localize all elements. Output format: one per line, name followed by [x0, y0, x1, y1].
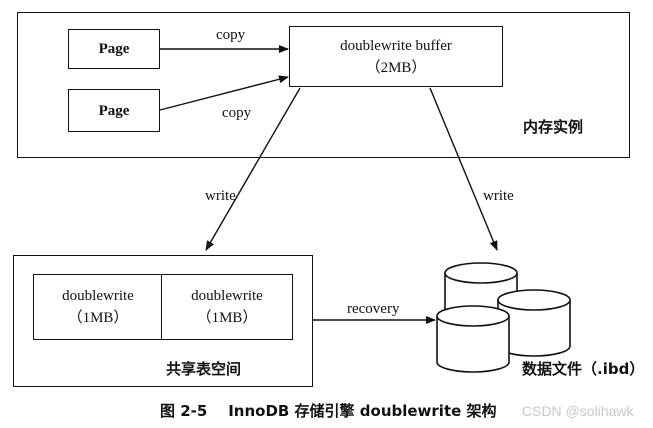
page-label-bottom: Page — [98, 103, 130, 119]
recovery-label: recovery — [347, 301, 400, 317]
datafiles-label: 数据文件（.ibd） — [522, 360, 645, 378]
doublewrite-cell-right-title: doublewrite — [191, 288, 263, 304]
page-box-top: Page — [68, 29, 160, 69]
memory-instance-label: 内存实例 — [523, 118, 584, 136]
write-arrow-right — [429, 87, 498, 251]
write-label-left: write — [205, 188, 236, 204]
page-box-bottom: Page — [68, 89, 160, 132]
write-arrow-left — [205, 87, 301, 251]
doublewrite-buffer-title: doublewrite buffer — [340, 38, 452, 54]
doublewrite-cell-left: doublewrite （1MB） — [33, 274, 163, 340]
copy-arrow-bottom — [159, 75, 289, 111]
database-cylinder-front — [436, 305, 510, 373]
doublewrite-cell-left-size: （1MB） — [67, 310, 129, 326]
doublewrite-cell-right: doublewrite （1MB） — [161, 274, 293, 340]
copy-label-top: copy — [216, 27, 246, 43]
doublewrite-buffer-box: doublewrite buffer （2MB） — [289, 26, 503, 87]
copy-label-bottom: copy — [222, 105, 252, 121]
write-label-right: write — [483, 188, 514, 204]
doublewrite-buffer-size: （2MB） — [365, 60, 427, 76]
figure-caption: 图 2-5 InnoDB 存储引擎 doublewrite 架构 — [160, 402, 497, 420]
database-cylinder-right — [497, 289, 571, 357]
csdn-watermark: CSDN @solihawk — [522, 403, 634, 419]
doublewrite-cell-left-title: doublewrite — [62, 288, 134, 304]
page-label-top: Page — [98, 41, 130, 57]
doublewrite-cell-right-size: （1MB） — [196, 310, 258, 326]
shared-tablespace-label: 共享表空间 — [166, 360, 242, 378]
